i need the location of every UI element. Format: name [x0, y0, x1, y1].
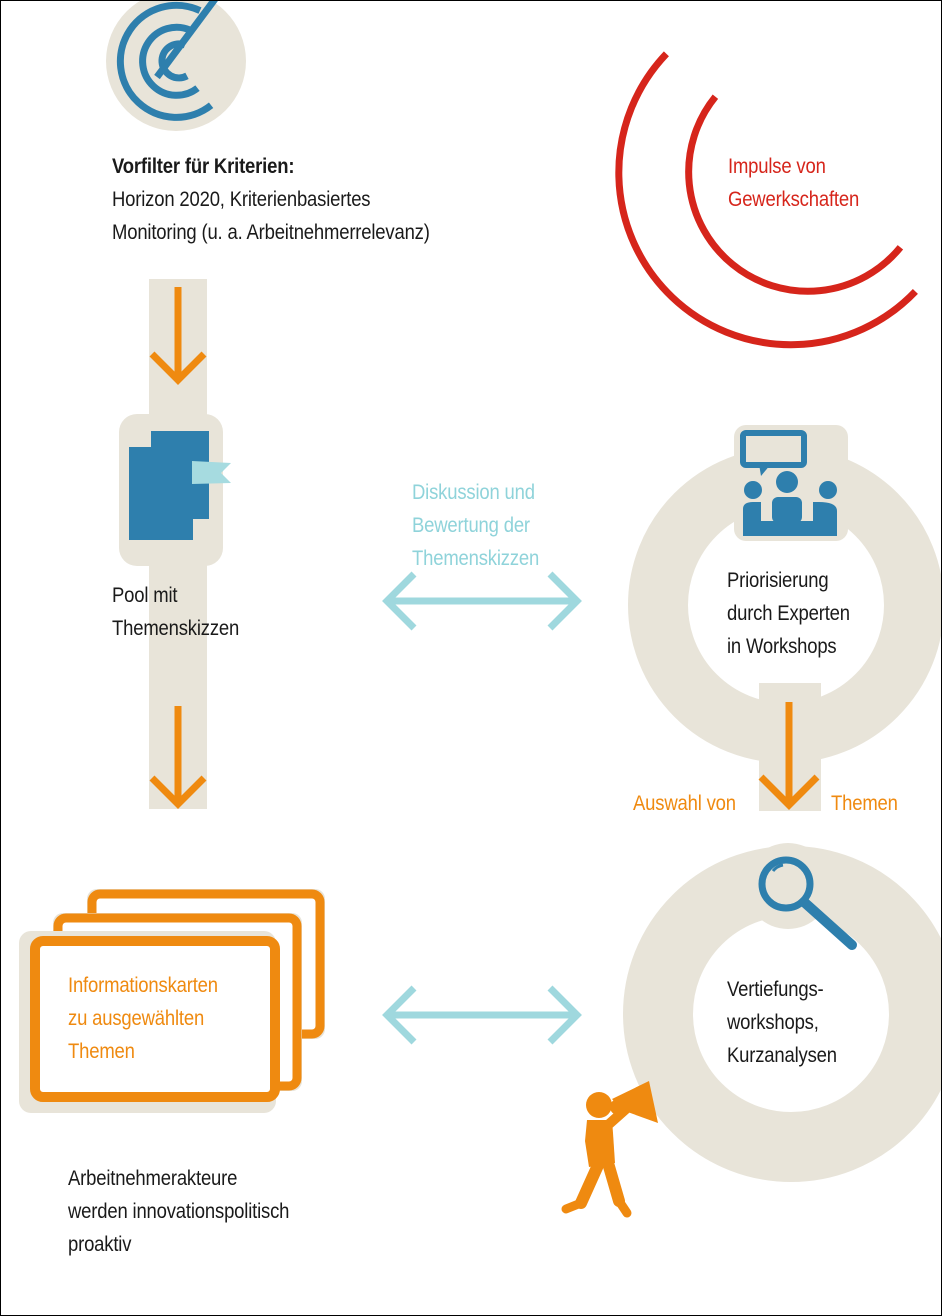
vertiefung-line-2: workshops, [727, 1011, 819, 1034]
documents-icon [119, 414, 231, 566]
pool-line-2: Themenskizzen [112, 617, 240, 640]
meeting-icon [734, 425, 848, 541]
karten-line-3: Themen [68, 1040, 135, 1063]
magnifier-icon [745, 843, 857, 950]
priorisierung-text: Priorisierung durch Experten in Workshop… [727, 564, 850, 663]
ergebnis-line-2: werden innovationspolitisch [68, 1200, 290, 1223]
arrow-down-3 [758, 702, 820, 810]
priorisierung-line-2: durch Experten [727, 602, 850, 625]
ergebnis-line-3: proaktiv [68, 1233, 132, 1256]
vertiefung-line-3: Kurzanalysen [727, 1044, 837, 1067]
double-arrow-bottom [382, 985, 582, 1045]
diskussion-line-1: Diskussion und [412, 481, 535, 504]
megaphone-person-icon [561, 1081, 658, 1218]
vorfilter-line-2: Monitoring (u. a. Arbeitnehmerrelevanz) [112, 221, 430, 244]
karten-line-2: zu ausgewählten [68, 1007, 205, 1030]
karten-line-1: Informationskarten [68, 974, 218, 997]
ergebnis-line-1: Arbeitnehmerakteure [68, 1167, 238, 1190]
ergebnis-text: Arbeitnehmerakteure werden innovationspo… [68, 1162, 289, 1261]
double-arrow-top [382, 571, 582, 631]
vorfilter-line-1: Horizon 2020, Kriterienbasiertes [112, 188, 371, 211]
priorisierung-line-3: in Workshops [727, 635, 837, 658]
impulse-text: Impulse von Gewerkschaften [728, 150, 859, 216]
diskussion-text: Diskussion und Bewertung der Themenskizz… [412, 476, 539, 575]
vertiefung-text: Vertiefungs- workshops, Kurzanalysen [727, 973, 837, 1072]
pool-text: Pool mit Themenskizzen [112, 579, 239, 645]
diskussion-line-3: Themenskizzen [412, 547, 540, 570]
impulse-line-2: Gewerkschaften [728, 188, 860, 211]
priorisierung-line-1: Priorisierung [727, 569, 829, 592]
vorfilter-title: Vorfilter für Kriterien: [112, 155, 295, 178]
arrow-down-1 [149, 287, 207, 385]
arrow-down-2 [149, 706, 207, 809]
pool-line-1: Pool mit [112, 584, 178, 607]
diskussion-line-2: Bewertung der [412, 514, 530, 537]
radar-icon [106, 1, 246, 131]
auswahl-label-right: Themen [831, 792, 898, 815]
impulse-arcs [615, 51, 918, 349]
vorfilter-text: Vorfilter für Kriterien: Horizon 2020, K… [112, 150, 430, 249]
impulse-line-1: Impulse von [728, 155, 826, 178]
karten-text: Informationskarten zu ausgewählten Theme… [68, 969, 218, 1068]
information-cards [19, 889, 325, 1113]
vertiefung-line-1: Vertiefungs- [727, 978, 824, 1001]
auswahl-label-left: Auswahl von [633, 792, 736, 815]
